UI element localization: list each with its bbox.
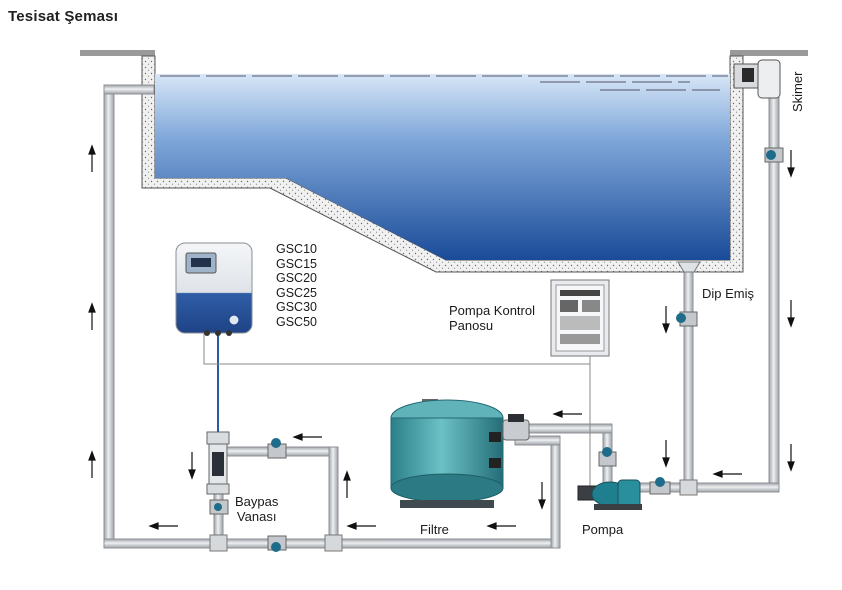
- arrow-left: [486, 522, 516, 530]
- arrow-down: [662, 306, 670, 334]
- arrow-left: [346, 522, 376, 530]
- arrow-down: [662, 440, 670, 468]
- arrow-left: [148, 522, 178, 530]
- skimmer-label: Skimer: [790, 71, 805, 112]
- arrow-left: [292, 433, 322, 441]
- bypass-valve-label: Baypas Vanası: [235, 494, 278, 524]
- deck-left: [80, 50, 155, 56]
- valve-main-drain: [676, 311, 698, 327]
- pool-water: [155, 74, 730, 260]
- skimmer-label-wrap: Skimer: [790, 72, 806, 172]
- arrow-down: [538, 482, 546, 510]
- pump-control-panel: [550, 279, 610, 357]
- pump-control-label-line1: Pompa Kontrol: [449, 303, 535, 318]
- main-drain-label: Dip Emiş: [702, 286, 755, 301]
- arrow-down: [787, 444, 795, 472]
- gsc-device: [175, 242, 253, 336]
- model-label: GSC30: [276, 300, 317, 315]
- valve-chlorinator-bottom: [209, 499, 229, 515]
- bypass-label-line1: Baypas: [235, 494, 279, 509]
- bypass-label-line2: Vanası: [236, 509, 277, 524]
- main-drain: [677, 261, 701, 273]
- valve-skimmer: [764, 147, 784, 163]
- arrow-up: [343, 470, 351, 498]
- pump-control-panel-label: Pompa Kontrol Panosu: [449, 303, 535, 333]
- chlorinator-cell: [206, 431, 230, 495]
- arrow-up: [88, 144, 96, 172]
- model-label: GSC25: [276, 285, 317, 300]
- valve-bypass-top: [267, 438, 287, 459]
- valve-pump-out: [598, 447, 617, 467]
- arrow-up: [88, 450, 96, 478]
- arrow-up: [88, 302, 96, 330]
- arrow-left: [712, 470, 742, 478]
- pump-control-label-line2: Panosu: [449, 318, 494, 333]
- skimmer: [733, 59, 781, 99]
- model-label: GSC15: [276, 256, 317, 271]
- model-label: GSC10: [276, 242, 317, 256]
- deck-right: [730, 50, 808, 56]
- diagram-title: Tesisat Şeması: [8, 8, 119, 25]
- arrow-down: [188, 452, 196, 480]
- valves: [209, 147, 784, 552]
- sand-filter: [390, 399, 530, 508]
- arrow-left: [552, 410, 582, 418]
- valve-suction: [649, 477, 671, 495]
- model-label: GSC20: [276, 271, 317, 286]
- arrow-down: [787, 150, 795, 178]
- flow-arrows: [88, 144, 795, 530]
- pump-label: Pompa: [582, 522, 624, 537]
- water-surface-lines: [160, 75, 728, 91]
- arrow-down: [787, 300, 795, 328]
- panel-wiring: [203, 330, 591, 365]
- filter-label: Filtre: [420, 522, 449, 537]
- valve-bypass-bottom: [267, 535, 287, 552]
- tees: [209, 479, 698, 552]
- pump: [577, 479, 642, 510]
- model-label: GSC50: [276, 314, 317, 329]
- gsc-model-list: GSC10 GSC15 GSC20 GSC25 GSC30 GSC50: [276, 242, 317, 330]
